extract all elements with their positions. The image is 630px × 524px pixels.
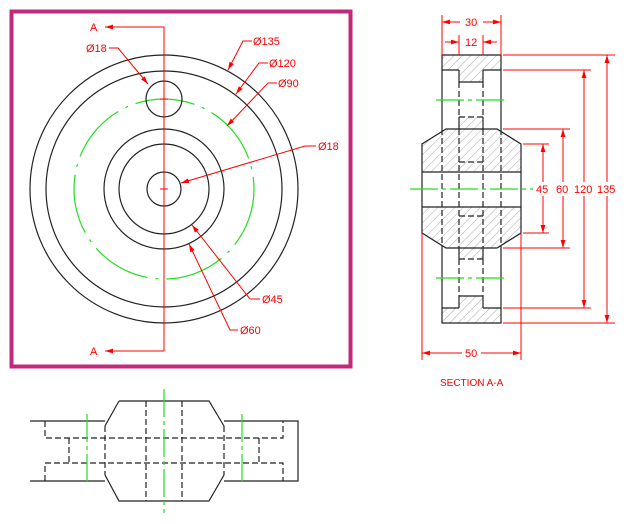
section-line-a-a xyxy=(105,24,165,354)
dim-45: 45 xyxy=(536,184,548,196)
bottom-view xyxy=(30,389,299,513)
section-view: 30 12 45 60 120 135 50 SECTION A-A xyxy=(410,15,615,389)
leader-rim xyxy=(235,62,268,95)
callout-rim: Ø120 xyxy=(269,58,296,70)
leader-bore xyxy=(180,145,316,184)
callout-bore: Ø18 xyxy=(318,141,339,153)
extension-lines xyxy=(421,15,615,360)
callout-outer: Ø135 xyxy=(253,36,280,48)
dim-rim-width: 30 xyxy=(465,17,477,29)
leader-outer xyxy=(227,40,252,71)
front-view-frame xyxy=(9,9,353,369)
dim-hub-width: 50 xyxy=(465,348,477,360)
callout-hub-outer: Ø60 xyxy=(240,325,261,337)
dim-web-width: 12 xyxy=(465,37,477,49)
section-title: SECTION A-A xyxy=(440,378,504,389)
section-label-top: A xyxy=(90,22,98,34)
centerlines xyxy=(410,99,533,279)
callout-hub-inner: Ø45 xyxy=(262,294,283,306)
leader-hole-top xyxy=(109,47,149,85)
leader-hub-outer xyxy=(188,243,238,331)
dim-135: 135 xyxy=(597,184,615,196)
dim-120: 120 xyxy=(574,184,592,196)
bottom-centerlines xyxy=(86,389,243,513)
leader-pitch xyxy=(226,82,277,127)
bottom-outline xyxy=(30,400,299,502)
dim-60: 60 xyxy=(556,184,568,196)
section-label-bottom: A xyxy=(90,346,98,358)
front-view: A A Ø18 Ø135 Ø120 Ø90 Ø18 Ø45 Ø60 xyxy=(9,9,353,369)
callout-pitch: Ø90 xyxy=(278,78,299,90)
leader-hub-inner xyxy=(191,224,260,300)
callout-hole-top: Ø18 xyxy=(86,43,107,55)
